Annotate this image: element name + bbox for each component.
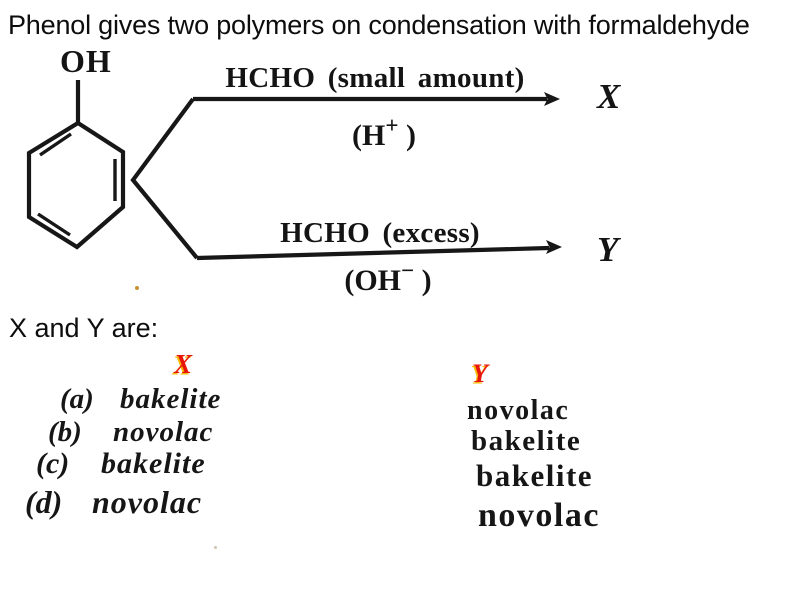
bottom-arrowhead-icon [546, 240, 562, 254]
option-b-row: (b) novolac [48, 418, 213, 447]
option-b-x-value: novolac [113, 416, 214, 448]
top-condition-superscript: + [385, 113, 398, 138]
option-c-y-value: bakelite [476, 458, 594, 493]
option-c-label: (c) [36, 447, 70, 480]
bottom-condition-superscript: − [401, 258, 414, 283]
option-b-label: (b) [48, 416, 82, 448]
option-d-label: (d) [25, 484, 63, 520]
scan-speck [135, 286, 139, 290]
column-header-x: X [174, 349, 193, 379]
top-condition-base: (H [352, 119, 385, 152]
bottom-condition-close: ) [414, 264, 432, 297]
product-y-label: Y [597, 230, 622, 269]
question-prompt: X and Y are: [9, 313, 159, 343]
option-a-row: (a) bakelite [60, 385, 221, 414]
bottom-condition-label: (OH− ) [344, 258, 431, 297]
question-title: Phenol gives two polymers on condensatio… [8, 10, 750, 40]
top-reagent-label: HCHO (small amount) [225, 62, 524, 94]
bottom-condition-base: (OH [344, 264, 401, 297]
benzene-ring [26, 120, 126, 250]
top-condition-close: ) [398, 119, 416, 152]
option-d-x-value: novolac [92, 484, 203, 520]
top-arrowhead-icon [544, 92, 560, 106]
bottom-reaction-arrow [196, 245, 550, 261]
reaction-scheme-diagram: OH HCHO (small amount) (H+ ) X HCHO (exc… [26, 43, 622, 297]
option-d-row: (d) novolac [25, 486, 202, 518]
hydroxyl-group-label: OH [60, 43, 112, 79]
product-x-label: X [596, 77, 622, 116]
option-b-y-value: bakelite [471, 425, 582, 457]
branch-lines [130, 97, 199, 260]
benzene-double-bond-lower-left [37, 212, 71, 237]
option-a-x-value: bakelite [120, 383, 222, 415]
option-a-y-value: novolac [467, 395, 570, 426]
benzene-double-bond-upper-left [39, 132, 72, 157]
option-a-label: (a) [60, 383, 94, 415]
top-condition-label: (H+ ) [352, 113, 416, 152]
option-c-x-value: bakelite [101, 447, 206, 480]
option-c-row: (c) bakelite [36, 449, 206, 479]
bottom-reagent-label: HCHO (excess) [280, 217, 480, 249]
column-header-y: Y [472, 359, 488, 388]
option-d-y-value: novolac [478, 497, 600, 534]
scan-speck [214, 546, 217, 549]
